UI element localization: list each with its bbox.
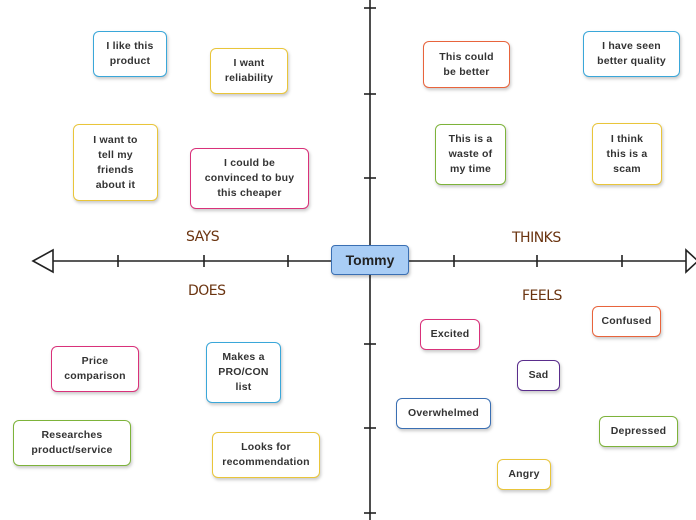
card-depressed[interactable]: Depressed [599,416,678,447]
card-recommendation[interactable]: Looks for recommendation [212,432,320,478]
quadrant-label-does: DOES [188,283,226,299]
horizontal-ticks [117,255,623,267]
vertical-ticks [364,7,376,514]
card-waste-of-time[interactable]: This is a waste of my time [435,124,506,185]
card-like-product[interactable]: I like this product [93,31,167,77]
card-could-be-better[interactable]: This could be better [423,41,510,88]
quadrant-label-feels: FEELS [522,288,562,304]
card-pro-con-list[interactable]: Makes a PRO/CON list [206,342,281,403]
card-overwhelmed[interactable]: Overwhelmed [396,398,491,429]
card-researches[interactable]: Researches product/service [13,420,131,466]
card-price-comparison[interactable]: Price comparison [51,346,139,392]
persona-node-tommy[interactable]: Tommy [331,245,409,275]
card-think-scam[interactable]: I think this is a scam [592,123,662,185]
left-arrow-head [31,248,54,274]
card-angry[interactable]: Angry [497,459,551,490]
quadrant-label-says: SAYS [186,229,220,245]
card-seen-better[interactable]: I have seen better quality [583,31,680,77]
card-convinced-cheaper[interactable]: I could be convinced to buy this cheaper [190,148,309,209]
quadrant-label-thinks: THINKS [512,230,561,246]
right-arrow-head [685,248,696,274]
card-want-reliability[interactable]: I want reliability [210,48,288,94]
card-excited[interactable]: Excited [420,319,480,350]
card-tell-friends[interactable]: I want to tell my friends about it [73,124,158,201]
card-confused[interactable]: Confused [592,306,661,337]
card-sad[interactable]: Sad [517,360,560,391]
